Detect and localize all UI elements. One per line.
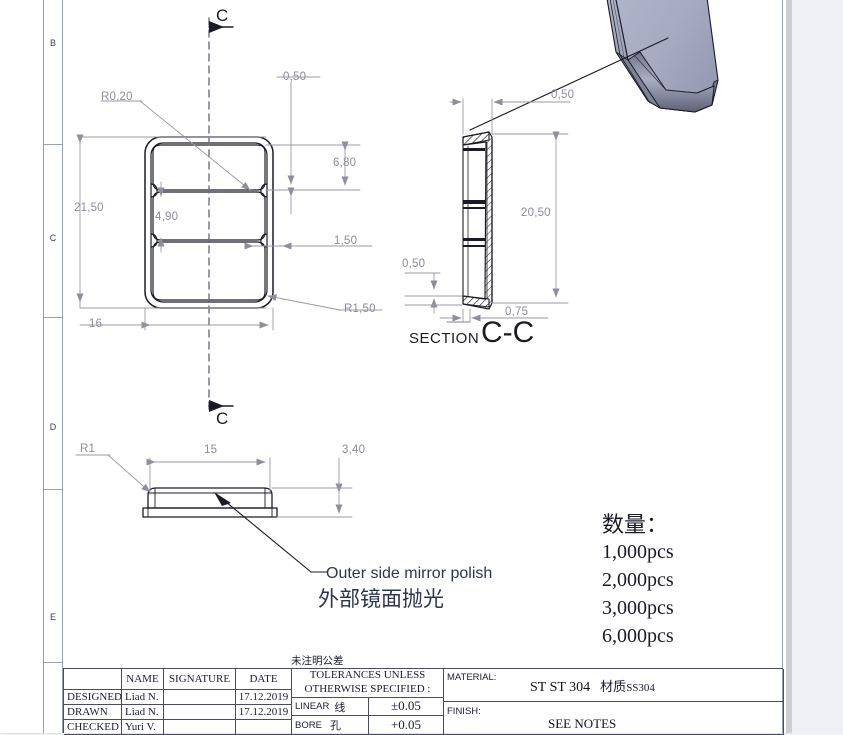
note-mirror-polish-en: Outer side mirror polish <box>326 565 493 582</box>
dim-16: 16 <box>89 318 103 330</box>
page-edge-shadow <box>786 0 792 733</box>
tb-name-designed: Liad N. <box>122 690 164 705</box>
tb-finish-cell: FINISH: SEE NOTES <box>444 702 784 735</box>
title-block: NAME SIGNATURE DATE DESIGNED Liad N. 17.… <box>63 668 784 735</box>
quantity-item-2: 2,000pcs <box>602 569 674 591</box>
tb-material-label: MATERIAL: <box>447 672 497 683</box>
tolerance-note-cn: 未注明公差 <box>291 655 344 667</box>
tb-header-date: DATE <box>236 669 292 690</box>
tb-name-drawn: Liad N. <box>122 705 164 720</box>
zone-label-b: B <box>49 38 56 48</box>
tb-signature-drawn <box>164 705 236 720</box>
dim-490: 4,90 <box>155 211 179 223</box>
tb-date-drawn: 17.12.2019 <box>236 705 292 720</box>
tb-role-drawn: DRAWN <box>64 705 122 720</box>
zone-column <box>43 0 63 733</box>
tb-header-name: NAME <box>122 669 164 690</box>
tb-finish-value: SEE NOTES <box>548 716 617 731</box>
tb-role-designed: DESIGNED <box>64 690 122 705</box>
dim-340: 3,40 <box>342 444 366 456</box>
dim-r1: R1 <box>80 443 96 455</box>
section-title-prefix: SECTION <box>409 330 480 347</box>
quantity-item-4: 6,000pcs <box>602 625 674 647</box>
dim-r150: R1,50 <box>344 303 376 315</box>
tb-tolerance-header-l2: OTHERWISE SPECIFIED : <box>304 683 431 695</box>
quantity-item-1: 1,000pcs <box>602 541 674 563</box>
tb-signature-designed <box>164 690 236 705</box>
tb-material-cell: MATERIAL: ST ST 304 材质SS304 <box>444 669 784 702</box>
dim-150: 1,50 <box>334 235 358 247</box>
tb-header-signature: SIGNATURE <box>164 669 236 690</box>
dim-050-top: 0,50 <box>283 71 307 83</box>
dim-sec-050-bot: 0,50 <box>402 258 426 270</box>
tb-linear-label-cn: 线 <box>334 700 346 714</box>
tb-material-value: ST ST 304 <box>530 680 591 695</box>
tb-bore-label: BORE <box>295 719 322 731</box>
dim-sec-2050: 20,50 <box>521 207 551 219</box>
tb-header-blank <box>64 669 122 690</box>
tb-material-value-suffix: SS304 <box>626 682 655 694</box>
cut-label-bottom: C <box>216 409 229 428</box>
zone-label-c: C <box>49 233 57 243</box>
tb-linear-label: LINEAR <box>295 701 330 712</box>
zone-label-d: D <box>49 422 57 432</box>
tb-bore-value: +0.05 <box>369 716 444 735</box>
tb-finish-label: FINISH: <box>447 706 481 717</box>
zone-divider <box>43 144 63 145</box>
dim-680: 6,80 <box>333 157 357 169</box>
tb-bore-label-cell: BORE 孔 <box>292 716 369 735</box>
section-title-main: C-C <box>481 316 535 349</box>
drawing-sheet-border <box>43 0 783 733</box>
dim-15: 15 <box>204 444 218 456</box>
note-mirror-polish-cn: 外部镜面抛光 <box>318 587 444 611</box>
quantity-item-3: 3,000pcs <box>602 597 674 619</box>
zone-divider <box>43 317 63 318</box>
dim-sec-050-top: 0,50 <box>551 89 575 101</box>
cut-label-top: C <box>216 6 229 25</box>
tb-material-value-cn: 材质 <box>600 680 627 695</box>
tb-bore-label-cn: 孔 <box>329 719 341 732</box>
zone-divider <box>43 489 63 490</box>
dim-2150: 21,50 <box>74 202 104 214</box>
quantity-heading: 数量： <box>602 513 669 538</box>
dim-sec-075: 0,75 <box>505 306 529 318</box>
tb-linear-value: ±0.05 <box>369 698 444 716</box>
tb-date-designed: 17.12.2019 <box>236 690 292 705</box>
dim-r020: R0,20 <box>101 91 133 103</box>
tb-linear-label-cell: LINEAR 线 <box>292 698 369 716</box>
zone-label-e: E <box>49 612 56 622</box>
tb-tolerance-header-l1: TOLERANCES UNLESS <box>309 669 426 682</box>
tb-tolerance-header: TOLERANCES UNLESS OTHERWISE SPECIFIED : <box>292 669 444 698</box>
zone-divider <box>43 662 63 663</box>
